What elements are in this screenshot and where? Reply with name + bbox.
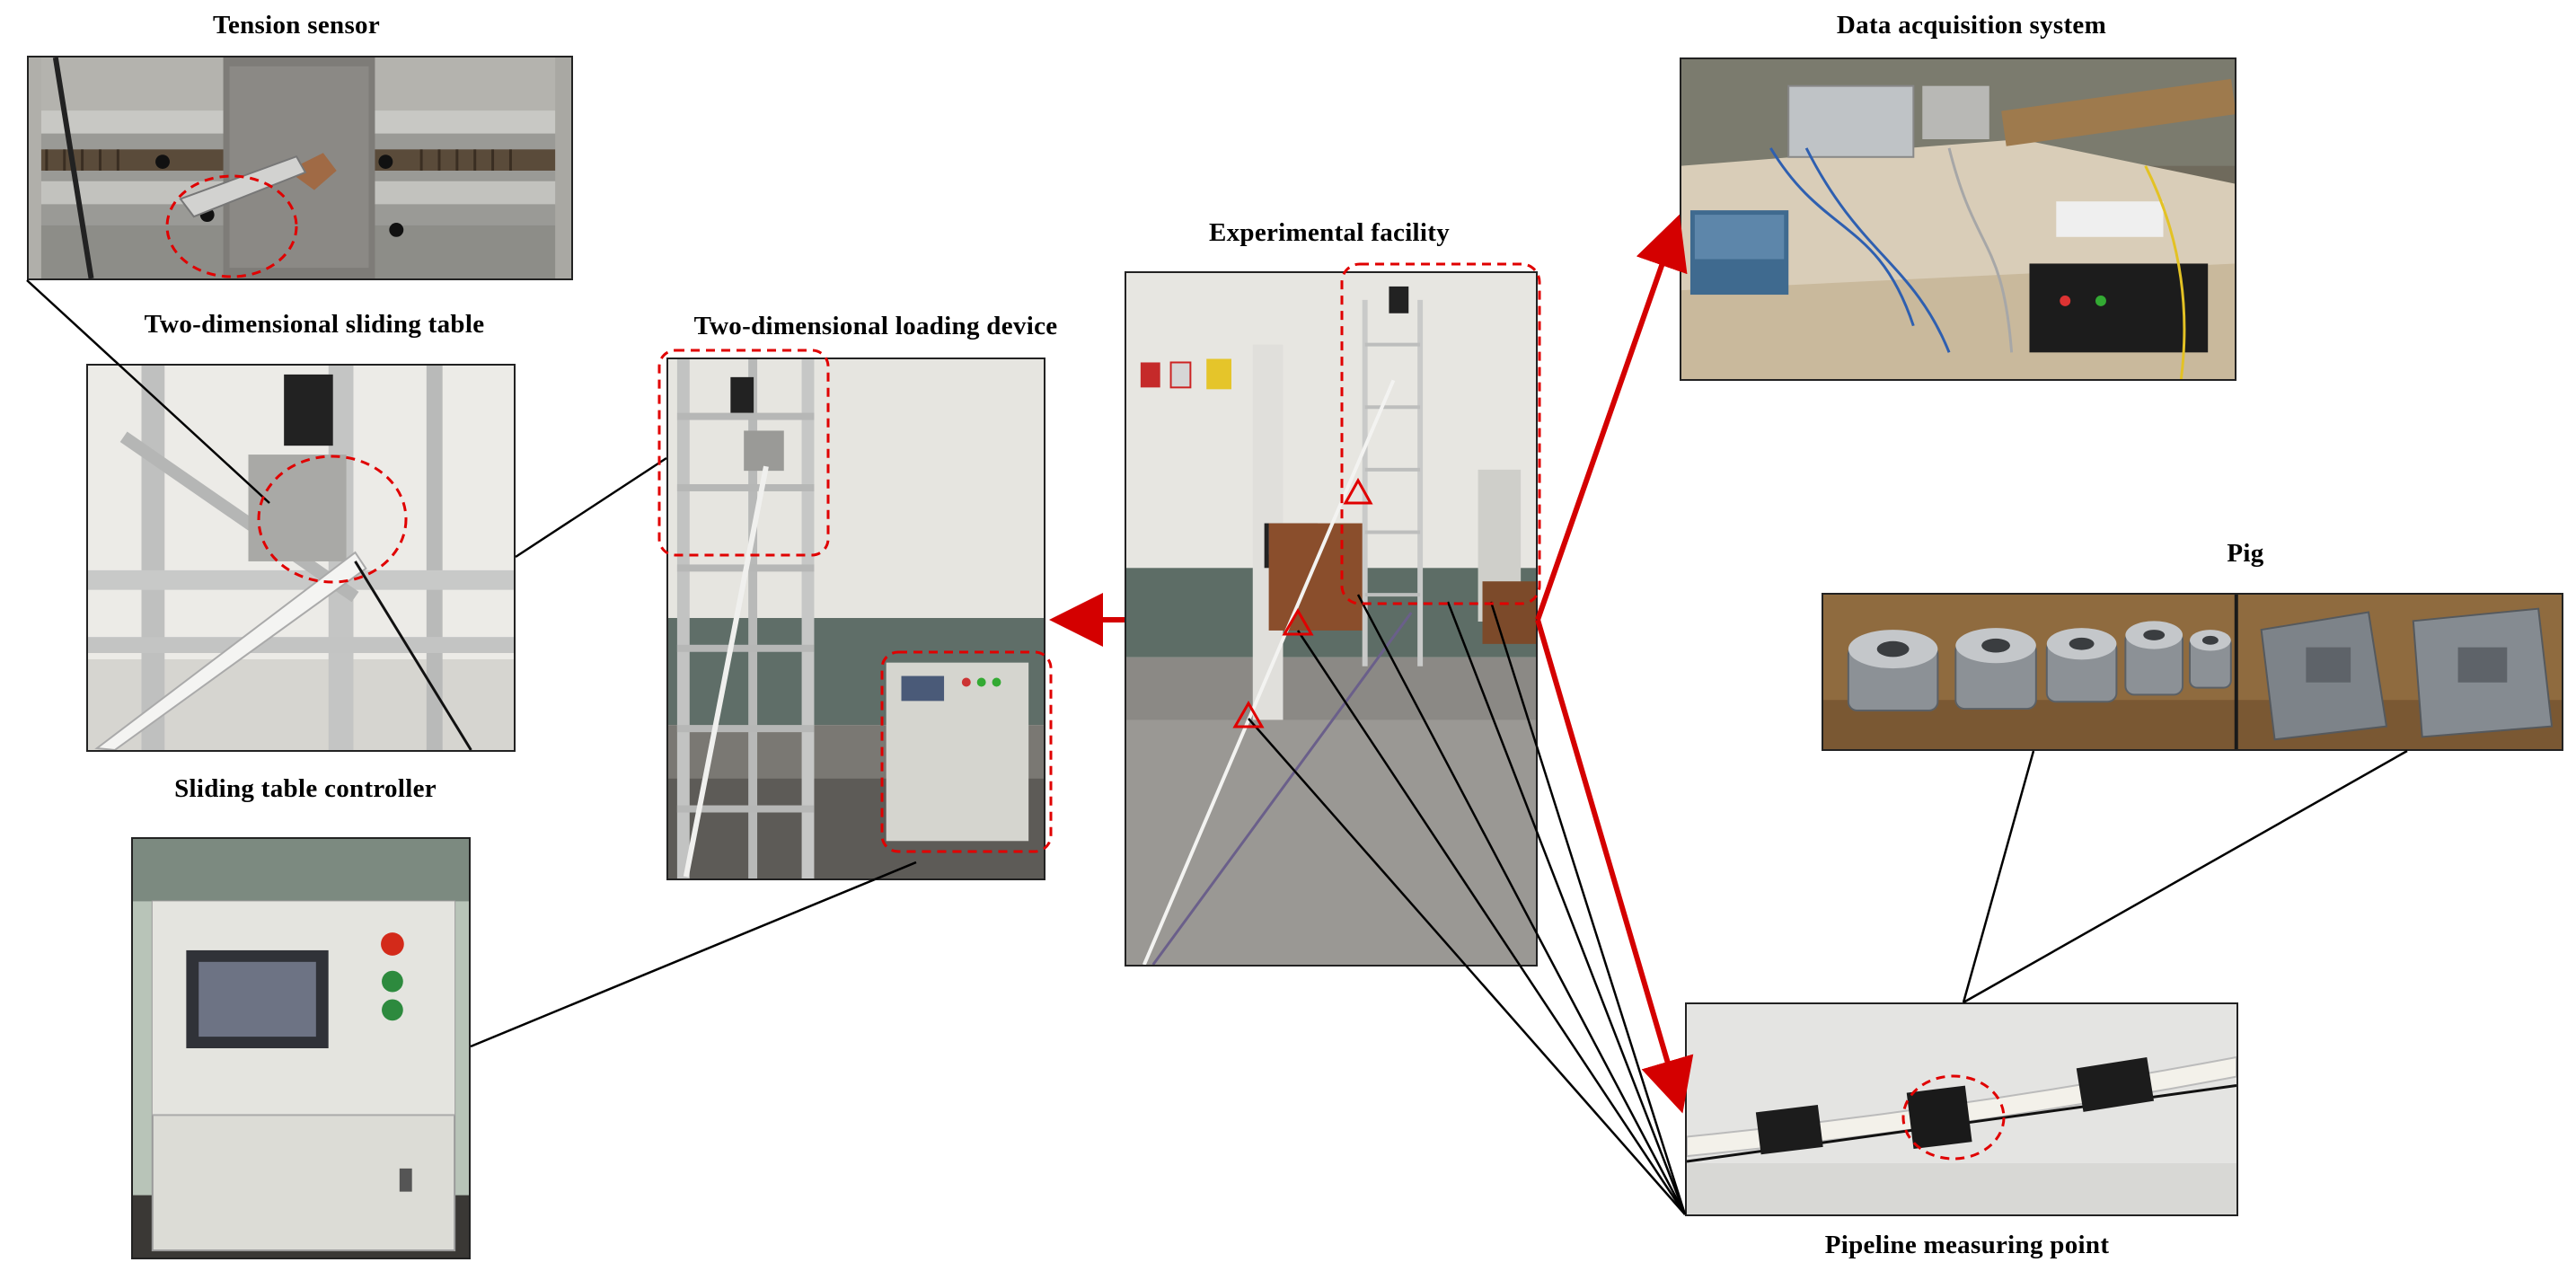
label-data-acquisition-system: Data acquisition system (1836, 11, 2107, 40)
pipeline-measuring-point-photo (1685, 1002, 2238, 1216)
data-acquisition-photo (1680, 57, 2236, 381)
label-sliding-table-controller: Sliding table controller (174, 774, 437, 803)
tension-sensor-photo (27, 56, 573, 280)
label-pig: Pig (2227, 539, 2264, 568)
sliding-table-controller-photo (131, 837, 471, 1259)
loading-device-photo (666, 358, 1045, 880)
arrow-to-pipeline (1535, 619, 1694, 1114)
arrow-to-data-acquisition (1535, 214, 1688, 621)
label-tension-sensor: Tension sensor (212, 11, 381, 40)
sliding-table-photo (86, 364, 516, 752)
label-experimental-facility: Experimental facility (1208, 218, 1451, 247)
pig-photo (1822, 593, 2563, 751)
label-two-dimensional-loading-device: Two-dimensional loading device (693, 312, 1058, 340)
label-pipeline-measuring-point: Pipeline measuring point (1824, 1231, 2110, 1259)
connector-sliding-table (515, 456, 667, 559)
connector-pig-right (1963, 749, 2408, 1004)
connector-pig-left (1962, 750, 2035, 1003)
experimental-facility-photo (1125, 271, 1538, 967)
label-two-dimensional-sliding-table: Two-dimensional sliding table (144, 310, 485, 339)
connector-controller (470, 861, 917, 1048)
